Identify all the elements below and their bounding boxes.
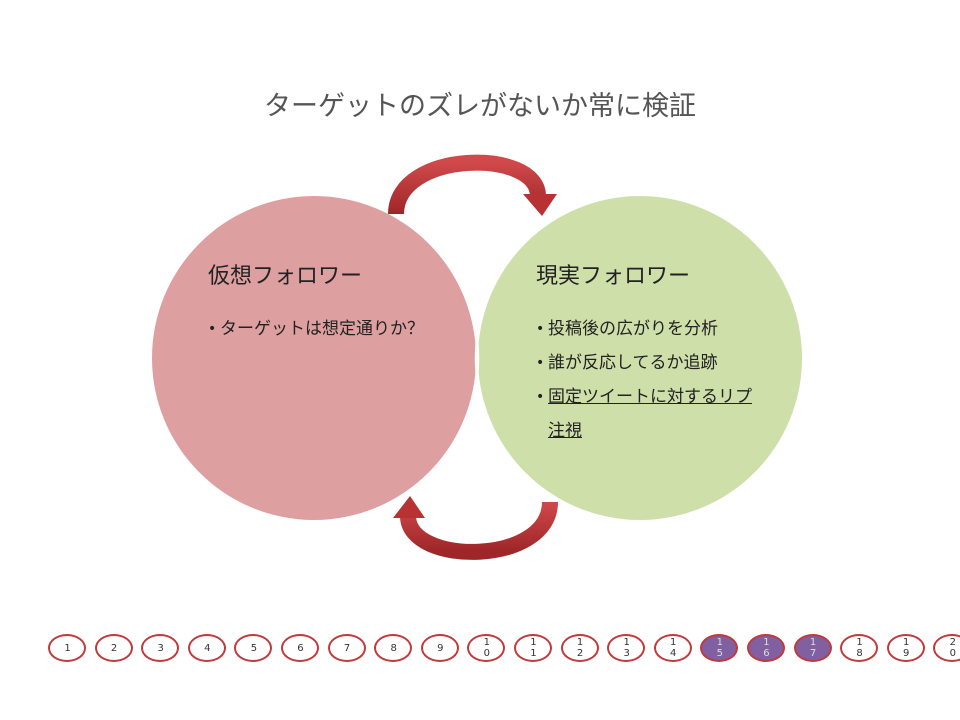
page-button-2[interactable]: 2 [94, 634, 133, 662]
page-button-11[interactable]: 11 [513, 634, 552, 662]
page-button-6[interactable]: 6 [280, 634, 319, 662]
page-button-13[interactable]: 13 [607, 634, 646, 662]
page-button-5[interactable]: 5 [234, 634, 273, 662]
real-followers-list: 投稿後の広がりを分析 誰が反応してるか追跡 固定ツイートに対するリプ注視 [536, 312, 758, 448]
real-followers-heading: 現実フォロワー [536, 264, 691, 289]
pinned-tweet-link[interactable]: 固定ツイートに対するリプ注視 [536, 380, 758, 448]
page-button-4[interactable]: 4 [187, 634, 226, 662]
page-button-18[interactable]: 18 [840, 634, 879, 662]
page-button-16[interactable]: 16 [746, 634, 785, 662]
virtual-followers-list: ターゲットは想定通りか？ [208, 312, 430, 346]
page-button-14[interactable]: 14 [653, 634, 692, 662]
page-button-7[interactable]: 7 [327, 634, 366, 662]
overlap-edge-right-bottom [397, 357, 480, 500]
top-cycle-arrow-icon [388, 154, 557, 216]
page-button-20[interactable]: 20 [933, 634, 960, 662]
page-button-3[interactable]: 3 [141, 634, 180, 662]
page-button-17[interactable]: 17 [793, 634, 832, 662]
virtual-followers-heading: 仮想フォロワー [208, 264, 363, 289]
slide-title: ターゲットのズレがないか常に検証 [264, 91, 696, 122]
page-button-15[interactable]: 15 [700, 634, 739, 662]
page-button-1[interactable]: 1 [48, 634, 86, 662]
list-item: ターゲットは想定通りか？ [208, 312, 430, 346]
page-button-8[interactable]: 8 [374, 634, 413, 662]
virtual-followers-circle [152, 196, 476, 520]
bottom-cycle-arrow-icon [393, 496, 558, 560]
page-button-19[interactable]: 19 [886, 634, 925, 662]
list-item: 投稿後の広がりを分析 [536, 312, 758, 346]
overlap-edge-right-top [397, 216, 480, 359]
list-item: 誰が反応してるか追跡 [536, 346, 758, 380]
page-button-9[interactable]: 9 [420, 634, 459, 662]
page-button-10[interactable]: 10 [467, 634, 506, 662]
page-button-12[interactable]: 12 [560, 634, 599, 662]
